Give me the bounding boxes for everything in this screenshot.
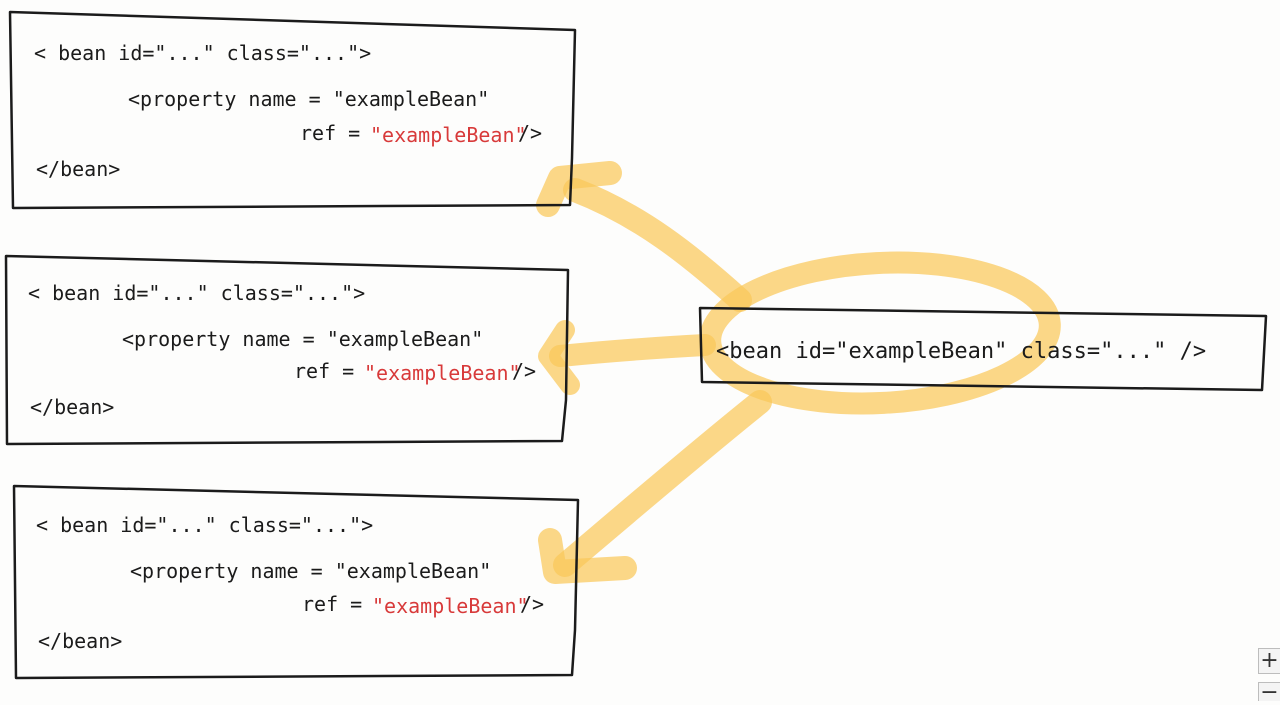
- zoom-out-button[interactable]: −: [1258, 682, 1280, 704]
- bean-block-1-property: <property name = "exampleBean": [128, 87, 489, 111]
- zoom-in-button[interactable]: +: [1258, 648, 1280, 674]
- bean-block-3-property: <property name = "exampleBean": [130, 559, 491, 583]
- target-bean-block: <bean id="exampleBean" class="..." />: [698, 306, 1268, 392]
- bean-block-2: < bean id="..." class="..."> <property n…: [4, 254, 570, 446]
- bean-block-1-ref-value: "exampleBean": [370, 123, 527, 147]
- bean-block-2-ref-value: "exampleBean": [364, 361, 521, 385]
- bean-block-3-close: </bean>: [38, 629, 122, 653]
- bean-block-3-ref-close: />: [520, 592, 544, 616]
- bean-block-1-close: </bean>: [36, 157, 120, 181]
- bean-block-2-property: <property name = "exampleBean": [122, 327, 483, 351]
- bean-block-2-frame: [4, 254, 570, 446]
- highlight-arrow-to-middle-block: [549, 334, 716, 367]
- bean-block-2-close: </bean>: [30, 395, 114, 419]
- highlight-arrow-to-bottom-block: [553, 390, 772, 577]
- bean-block-1-open: < bean id="..." class="...">: [34, 41, 371, 65]
- bean-block-3: < bean id="..." class="..."> <property n…: [12, 484, 580, 680]
- highlight-arrowhead-middle-block: [538, 320, 580, 395]
- bean-block-3-open: < bean id="..." class="...">: [36, 513, 373, 537]
- highlight-layer: [536, 161, 1061, 584]
- bean-block-3-ref-label: ref =: [302, 592, 362, 616]
- target-bean-text: <bean id="exampleBean" class="..." />: [716, 339, 1206, 364]
- highlight-arrow-to-top-block: [563, 178, 752, 312]
- highlight-arrowhead-top-block: [536, 161, 622, 217]
- bean-block-3-frame: [12, 484, 580, 680]
- bean-block-3-ref-value: "exampleBean": [372, 594, 529, 618]
- highlight-arrowhead-bottom-block: [538, 528, 637, 584]
- bean-block-2-open: < bean id="..." class="...">: [28, 281, 365, 305]
- bean-block-1-ref-label: ref =: [300, 121, 360, 145]
- bean-block-1-ref-close: />: [518, 121, 542, 145]
- target-bean-frame: [698, 306, 1268, 392]
- bean-block-2-ref-label: ref =: [294, 359, 354, 383]
- highlight-circle-target: [699, 251, 1061, 415]
- bean-block-2-ref-close: />: [512, 359, 536, 383]
- bean-block-1-frame: [8, 10, 577, 210]
- bean-block-1: < bean id="..." class="..."> <property n…: [8, 10, 577, 210]
